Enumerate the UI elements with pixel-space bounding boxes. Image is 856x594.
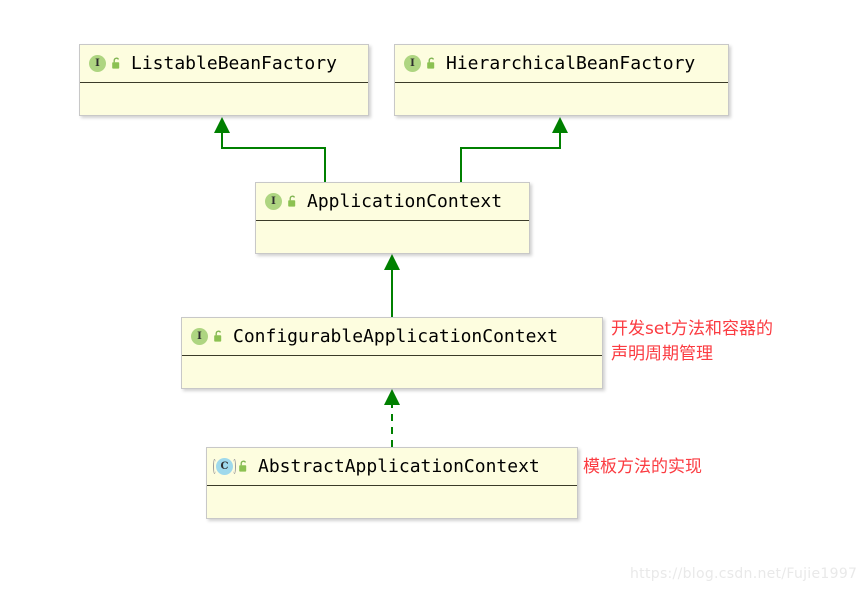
uml-header: I ApplicationContext [256, 183, 529, 221]
unlocked-padlock-icon [288, 195, 296, 207]
uml-members-compartment [80, 83, 368, 111]
uml-class-name: HierarchicalBeanFactory [446, 52, 696, 74]
uml-header: I ConfigurableApplicationContext [182, 318, 602, 356]
uml-header: I HierarchicalBeanFactory [395, 45, 728, 83]
unlocked-padlock-icon [112, 57, 120, 69]
link-appctx-to-listable [214, 117, 326, 182]
uml-members-compartment [395, 83, 728, 111]
uml-class-name: ListableBeanFactory [131, 52, 337, 74]
uml-class-abstract-application-context[interactable]: C AbstractApplicationContext [206, 447, 578, 519]
uml-class-name: ApplicationContext [307, 190, 503, 212]
unlocked-padlock-icon [427, 57, 435, 69]
watermark-text: https://blog.csdn.net/Fujie1997 [630, 566, 856, 582]
unlocked-padlock-icon [239, 460, 247, 472]
interface-badge-icon: I [265, 193, 282, 210]
uml-members-compartment [182, 356, 602, 384]
uml-header: I ListableBeanFactory [80, 45, 368, 83]
uml-class-listable-bean-factory[interactable]: I ListableBeanFactory [79, 44, 369, 116]
uml-members-compartment [256, 221, 529, 249]
uml-class-name: AbstractApplicationContext [258, 455, 540, 477]
link-abstract-to-configurable [384, 389, 400, 447]
uml-class-application-context[interactable]: I ApplicationContext [255, 182, 530, 254]
uml-header: C AbstractApplicationContext [207, 448, 577, 486]
uml-class-hierarchical-bean-factory[interactable]: I HierarchicalBeanFactory [394, 44, 729, 116]
uml-class-name: ConfigurableApplicationContext [233, 325, 559, 347]
uml-members-compartment [207, 486, 577, 514]
annotation-note-configurable: 开发set方法和容器的 声明周期管理 [611, 319, 773, 364]
unlocked-padlock-icon [214, 330, 222, 342]
interface-badge-icon: I [89, 55, 106, 72]
annotation-note-abstract: 模板方法的实现 [583, 457, 702, 477]
interface-badge-icon: I [404, 55, 421, 72]
link-appctx-to-hierarchical [460, 117, 568, 182]
class-badge-icon: C [213, 458, 236, 475]
link-configurable-to-appctx [384, 254, 400, 317]
uml-class-configurable-application-context[interactable]: I ConfigurableApplicationContext [181, 317, 603, 389]
interface-badge-icon: I [191, 328, 208, 345]
